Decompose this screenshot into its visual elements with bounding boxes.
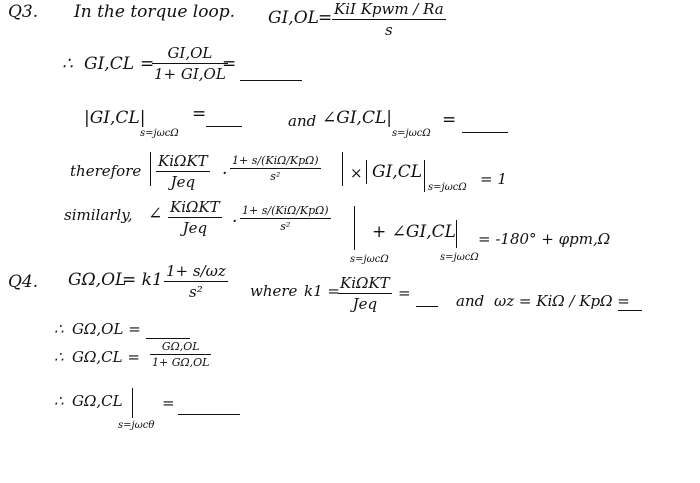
q3-magnitude-sub: s=jωcΩ — [140, 128, 179, 139]
fraction-bar — [150, 354, 212, 355]
fraction-bar — [240, 218, 331, 219]
q4-cl-denominator: 1+ GΩ,OL — [152, 356, 210, 369]
fraction-bar — [156, 171, 210, 172]
q3-ol-numerator: KiI Kpwm / Ra — [334, 0, 444, 18]
fraction-bar — [164, 281, 228, 282]
q4-g-ol-answer-blank — [146, 338, 190, 339]
q3-phase-sub: s=jωcΩ — [392, 128, 431, 139]
q3-t-dot: · — [222, 164, 228, 184]
q4-therefore-3: ∴ — [54, 392, 64, 410]
q3-magnitude-answer-blank — [206, 126, 242, 127]
q3-s-eval-bar-1 — [354, 206, 355, 250]
q3-intro: In the torque loop. — [74, 2, 235, 22]
q3-and-1: and — [288, 112, 317, 130]
fraction-bar — [338, 293, 392, 294]
q4-cl-fraction: GΩ,OL 1+ GΩ,OL — [150, 340, 212, 369]
q4-g-ol: GΩ,OL — [68, 270, 127, 290]
q3-abs-right-bar — [342, 152, 343, 186]
q3-t-gcl: GI,CL — [372, 162, 422, 182]
q4-k1-numerator: KiΩKT — [340, 274, 390, 292]
q3-t-frac1-den: Jeq — [170, 173, 196, 191]
q3-g-ol: GI,OL — [268, 8, 319, 28]
q3-abs-left-bar — [150, 152, 151, 186]
fraction-bar — [332, 19, 446, 20]
q3-times: × — [350, 164, 363, 182]
q4-mag-eq: = — [162, 394, 175, 412]
q3-t-frac2-num: 1+ s/(KiΩ/KpΩ) — [232, 154, 319, 167]
q3-therefore-word: therefore — [70, 162, 142, 180]
q3-ol-fraction: KiI Kpwm / Ra s — [332, 0, 446, 39]
q4-k1-answer-blank — [416, 306, 438, 307]
q4-therefore-2: ∴ — [54, 348, 64, 366]
q3-cl-eq2: = — [222, 54, 237, 74]
q3-label: Q3. — [8, 2, 39, 22]
q4-where: where — [250, 282, 298, 300]
q3-s-frac2-num: 1+ s/(KiΩ/KpΩ) — [242, 204, 329, 217]
q3-g-cl-eq: = — [140, 54, 155, 74]
q4-mag: GΩ,CL — [72, 392, 123, 410]
q3-s-dot: · — [232, 212, 238, 232]
q4-mag-eval-bar — [132, 388, 133, 418]
q4-and: and — [456, 292, 485, 310]
q3-phase: ∠GI,CL| — [322, 108, 392, 128]
q3-therefore-1: ∴ — [62, 54, 73, 74]
q4-ol-denominator: s² — [189, 283, 203, 301]
q3-t-frac1-num: KiΩKT — [158, 152, 208, 170]
q3-cl-answer-blank — [240, 80, 302, 81]
q3-s-fraction-2: 1+ s/(KiΩ/KpΩ) s² — [240, 204, 331, 233]
q4-wz: ωz = KiΩ / KpΩ = — [494, 292, 630, 310]
q3-g-ol-eq: = — [318, 8, 333, 28]
q3-t-sub: s=jωcΩ — [428, 182, 467, 193]
q3-phase-eq: = — [442, 110, 457, 130]
q3-g-cl: GI,CL — [84, 54, 134, 74]
q3-magnitude: |GI,CL| — [84, 108, 146, 128]
q3-s-frac2-den: s² — [280, 220, 291, 233]
q4-g-ol2: GΩ,OL = — [72, 320, 141, 338]
q3-gcl-eval-bar — [424, 160, 425, 192]
q3-s-eval-bar-2 — [456, 220, 457, 248]
q4-ol-fraction: 1+ s/ωz s² — [164, 262, 228, 301]
q4-ol-numerator: 1+ s/ωz — [166, 262, 226, 280]
q3-s-plus-angle: + ∠GI,CL — [372, 222, 456, 242]
q4-therefore-1: ∴ — [54, 320, 64, 338]
q3-s-angle: ∠ — [148, 204, 163, 224]
q3-s-frac1-den: Jeq — [182, 219, 208, 237]
q3-s-rhs: = -180° + φpm,Ω — [478, 230, 611, 248]
fraction-bar — [230, 168, 321, 169]
q3-t-fraction-2: 1+ s/(KiΩ/KpΩ) s² — [230, 154, 321, 183]
q3-s-fraction-1: KiΩKT Jeq — [168, 198, 222, 237]
q4-k1: k1 = — [304, 282, 340, 300]
q4-g-cl: GΩ,CL = — [72, 348, 140, 366]
q4-label: Q4. — [8, 272, 39, 292]
q4-k1-fraction: KiΩKT Jeq — [338, 274, 392, 313]
q4-k1-eq: = — [398, 284, 411, 302]
q3-similarly: similarly, — [64, 206, 133, 224]
q4-cl-numerator: GΩ,OL — [161, 340, 200, 353]
q3-cl-numerator: GI,OL — [167, 44, 213, 62]
q3-cl-fraction: GI,OL 1+ GI,OL — [152, 44, 228, 83]
q3-cl-denominator: 1+ GI,OL — [154, 65, 226, 83]
q3-phase-answer-blank — [462, 132, 508, 133]
q3-s-sub1: s=jωcΩ — [350, 254, 389, 265]
q4-mag-sub: s=jωcθ — [118, 420, 155, 431]
q3-t-eq-one: = 1 — [480, 170, 507, 188]
q3-ol-denominator: s — [385, 21, 393, 39]
q4-wz-answer-blank — [618, 310, 642, 311]
q3-gcl-left-bar — [366, 160, 367, 184]
q4-k1-denominator: Jeq — [352, 295, 378, 313]
fraction-bar — [168, 217, 222, 218]
fraction-bar — [152, 63, 228, 64]
q4-eq-k1: = k1 — [122, 270, 163, 290]
q3-s-frac1-num: KiΩKT — [170, 198, 220, 216]
q3-s-sub2: s=jωcΩ — [440, 252, 479, 263]
q3-magnitude-eq: = — [192, 104, 207, 124]
q3-t-frac2-den: s² — [270, 170, 281, 183]
q4-mag-answer-blank — [178, 414, 240, 415]
q3-t-fraction-1: KiΩKT Jeq — [156, 152, 210, 191]
